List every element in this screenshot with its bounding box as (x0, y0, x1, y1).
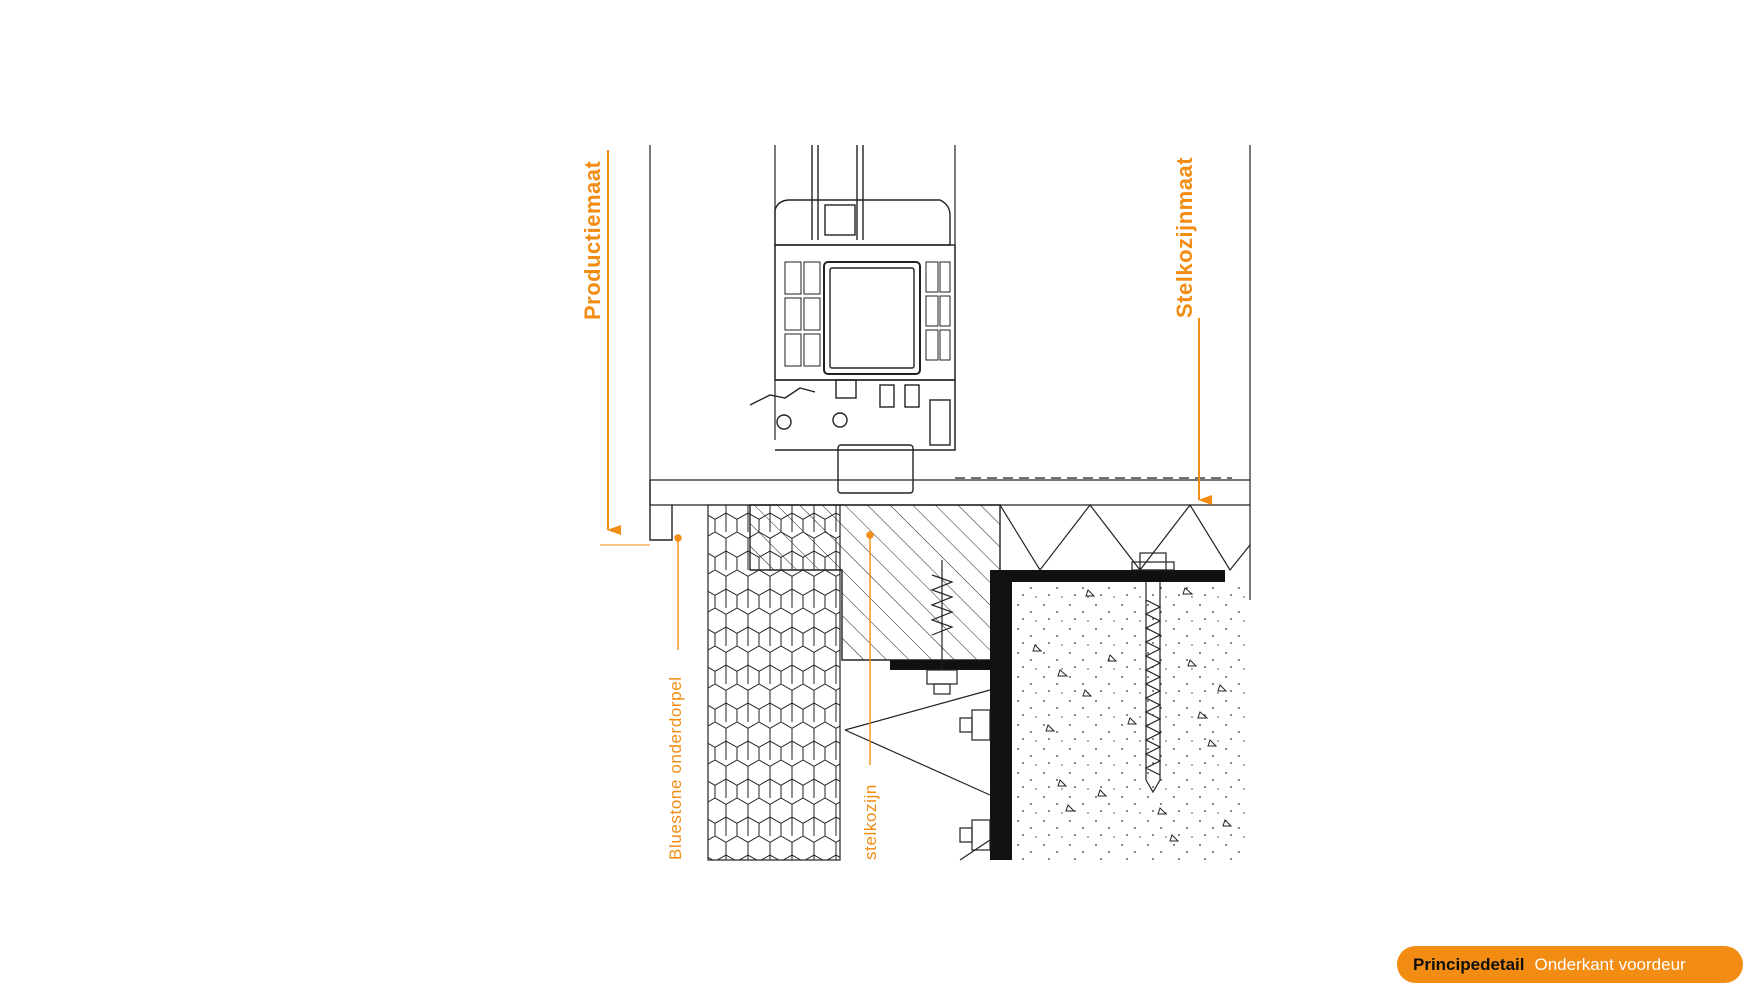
label-stelkozijn: stelkozijn (861, 784, 880, 860)
door-profile (649, 145, 956, 541)
badge-title: Principedetail (1413, 954, 1525, 974)
wall-brackets (844, 689, 991, 861)
badge-subtitle: Onderkant voordeur (1534, 954, 1686, 974)
dimension-lines (600, 150, 1212, 546)
insulation-hexagons (707, 504, 841, 861)
anchor-bolt (1131, 552, 1175, 794)
principedetail-badge: Principedetail Onderkant voordeur (1397, 946, 1743, 983)
wood-screw (926, 560, 958, 695)
concrete-aggregate (1032, 587, 1233, 842)
label-bluestone-onderdorpel: Bluestone onderdorpel (666, 676, 685, 860)
label-stelkozijnmaat: Stelkozijnmaat (1172, 156, 1197, 318)
steel-angle (890, 570, 1225, 860)
leader-lines (674, 531, 874, 765)
sill-zigzag (999, 503, 1251, 572)
label-productiemaat: Productiemaat (580, 160, 605, 320)
